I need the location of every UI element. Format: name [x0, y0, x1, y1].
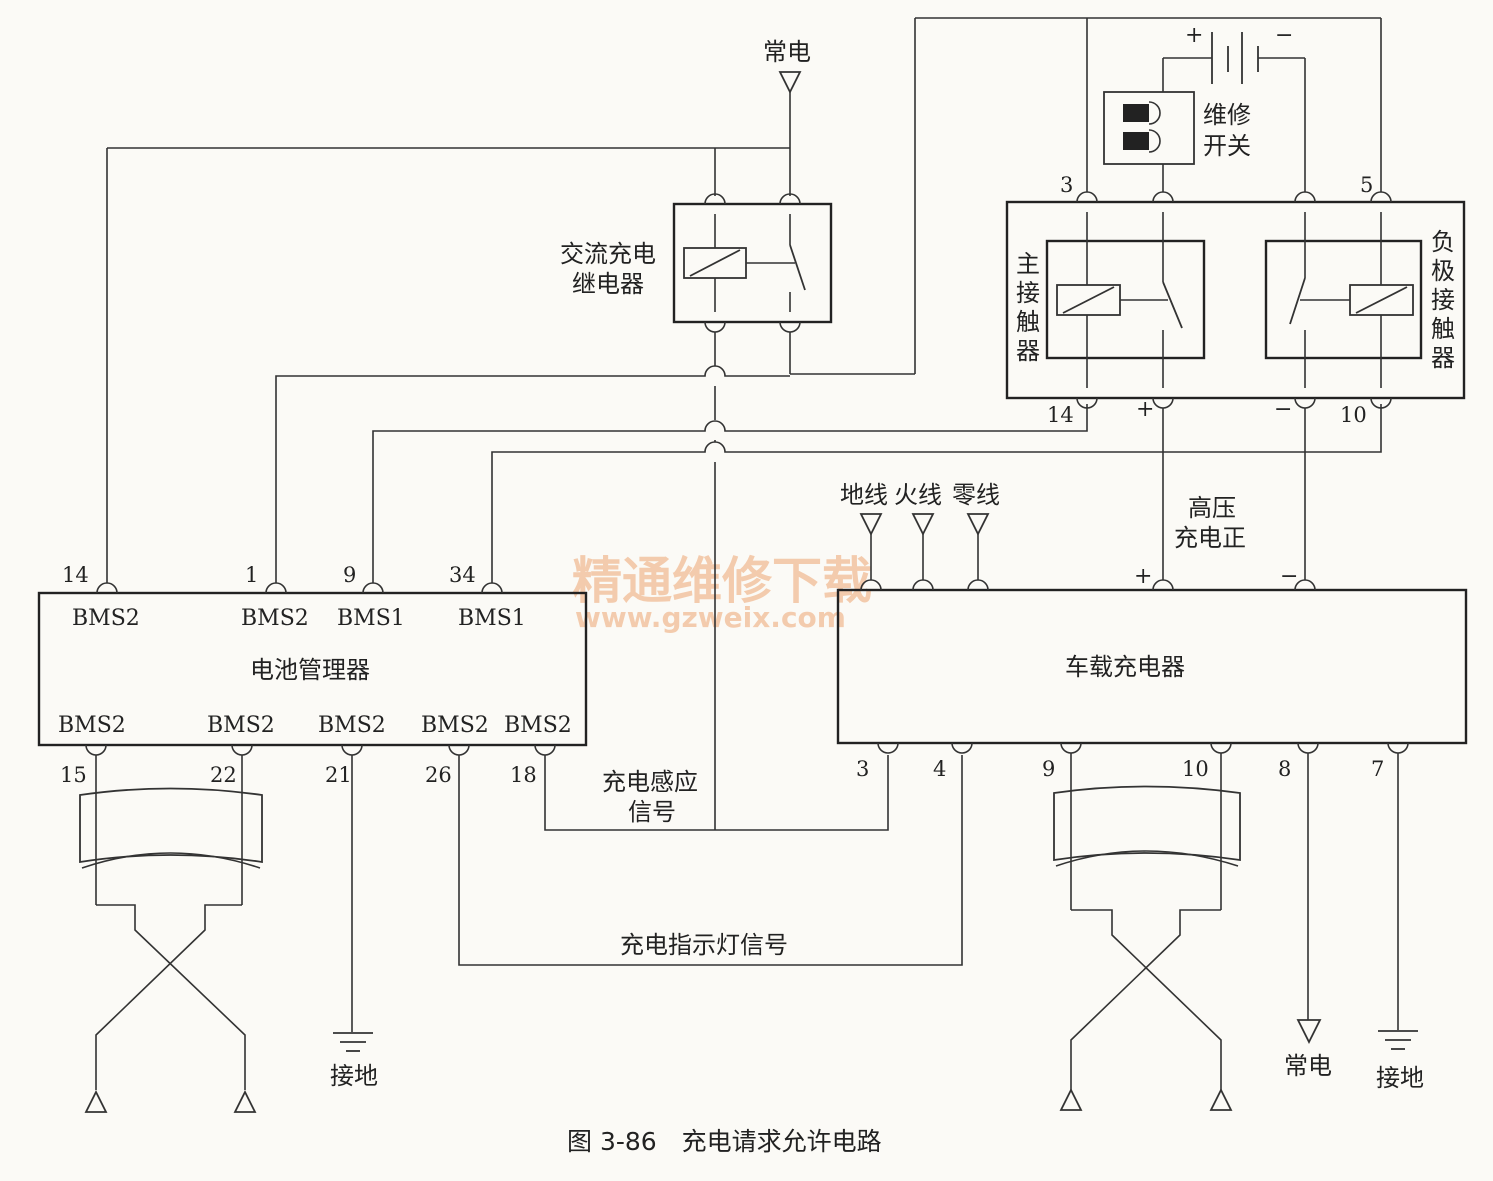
bms-bottom-pin-15: 15: [60, 763, 87, 787]
contactor-pin-14: 14: [1047, 403, 1074, 427]
svg-text:极: 极: [1431, 257, 1455, 285]
contactor-pin-10: 10: [1340, 403, 1367, 427]
changdian-top-label: 常电: [763, 38, 811, 66]
service-switch-box: [1103, 91, 1195, 165]
bms-top-pin-14: 14: [62, 563, 89, 587]
service-switch-label-1: 维修: [1203, 101, 1251, 129]
charger-pin-4: 4: [933, 757, 946, 781]
svg-text:器: 器: [1431, 344, 1455, 372]
bms-top-pin-34: 34: [449, 563, 476, 587]
relay-pin-tr: [779, 193, 801, 205]
ac-input-neutral: [966, 513, 990, 537]
charge-sense-label-1: 充电感应: [602, 768, 698, 796]
power-source-symbol-right: [1296, 1019, 1322, 1045]
charge-sense-label-2: 信号: [628, 798, 676, 826]
charge-indicator-label: 充电指示灯信号: [620, 931, 788, 959]
bms-bottom-pin-21: 21: [325, 763, 352, 787]
svg-text:器: 器: [1016, 337, 1040, 365]
svg-text:主: 主: [1016, 250, 1040, 278]
wire-bms-34: [491, 404, 1382, 583]
svg-text:触: 触: [1016, 308, 1040, 336]
charger-plus: +: [1134, 564, 1152, 589]
bms-bottom-label-2: BMS2: [207, 713, 275, 738]
charger-minus: −: [1280, 564, 1298, 589]
bms-top-label-3: BMS1: [337, 606, 405, 631]
bms-top-label-2: BMS2: [241, 606, 309, 631]
main-contactor: [1045, 239, 1206, 360]
watermark-url: www.gzweix.com: [575, 601, 846, 634]
contactor-minus: −: [1274, 397, 1292, 422]
bms-top-pin-9: 9: [343, 563, 356, 587]
bms-top-pin-1: 1: [245, 563, 258, 587]
battery-plus: +: [1185, 23, 1203, 48]
wire-charge-indicator: [458, 755, 963, 966]
ground-left-label: 接地: [330, 1062, 378, 1090]
contactor-pin-3: 3: [1060, 173, 1073, 197]
relay-label-2: 继电器: [572, 270, 644, 298]
figure-caption: 图 3-86 充电请求允许电路: [567, 1127, 882, 1156]
relay-pin-tl: [704, 193, 726, 205]
svg-text:接: 接: [1431, 286, 1455, 314]
bms-title: 电池管理器: [250, 656, 370, 684]
negative-contactor-label: 负 极 接 触 器: [1431, 228, 1455, 372]
bms-bottom-label-1: BMS2: [58, 713, 126, 738]
neutral-wire-label: 零线: [952, 481, 1000, 509]
svg-text:接: 接: [1016, 279, 1040, 307]
live-wire-label: 火线: [894, 481, 942, 509]
onboard-charger: [836, 588, 1468, 745]
contactor-pin-5: 5: [1360, 173, 1373, 197]
watermark-cn: 精通维修下载: [572, 552, 872, 610]
ac-input-live: [911, 513, 935, 537]
power-source-symbol-top: [778, 71, 802, 95]
svg-text:负: 负: [1431, 228, 1455, 256]
ground-symbol-left: [333, 1032, 373, 1052]
bms-bottom-label-5: BMS2: [504, 713, 572, 738]
relay-switch: [789, 244, 806, 291]
hv-charge-label-2: 充电正: [1174, 524, 1246, 552]
bms-bottom-pin-22: 22: [210, 763, 237, 787]
bms-bottom-label-4: BMS2: [421, 713, 489, 738]
wire-bms-1: [275, 365, 790, 583]
hv-charge-label-1: 高压: [1188, 494, 1236, 522]
charger-twisted-pair: [1053, 753, 1241, 1111]
bms-bottom-pin-18: 18: [510, 763, 537, 787]
battery-manager: [37, 591, 588, 747]
bms-bottom-label-3: BMS2: [318, 713, 386, 738]
charger-pin-10: 10: [1182, 757, 1209, 781]
bms-twisted-pair: [79, 755, 263, 1113]
ground-right-label: 接地: [1376, 1064, 1424, 1092]
negative-contactor: [1264, 239, 1423, 360]
main-contactor-label: 主 接 触 器: [1016, 250, 1040, 365]
relay-pin-br: [779, 321, 801, 333]
charger-title: 车载充电器: [1065, 653, 1185, 681]
charger-pin-7: 7: [1371, 757, 1384, 781]
ground-wire-label: 地线: [840, 481, 888, 509]
ac-input-ground: [859, 513, 883, 537]
relay-pin-bl: [704, 321, 726, 333]
charger-pin-3: 3: [856, 757, 869, 781]
svg-text:触: 触: [1431, 315, 1455, 343]
bms-top-label-1: BMS2: [72, 606, 140, 631]
wire-charge-sense: [544, 755, 889, 831]
main-contactor-switch: [1162, 281, 1183, 329]
wire-bms-9: [372, 404, 1088, 583]
changdian-right-label: 常电: [1284, 1052, 1332, 1080]
bms-top-label-4: BMS1: [458, 606, 526, 631]
ground-symbol-right: [1378, 1030, 1418, 1050]
charger-pin-8: 8: [1278, 757, 1291, 781]
bms-bottom-pin-26: 26: [425, 763, 452, 787]
ac-charge-relay: [672, 202, 833, 324]
service-switch-label-2: 开关: [1203, 132, 1251, 160]
battery-minus: −: [1275, 23, 1293, 48]
contactor-plus: +: [1136, 397, 1154, 422]
contactor-box: [1005, 200, 1466, 400]
relay-label-1: 交流充电: [560, 240, 656, 268]
negative-contactor-switch: [1289, 277, 1306, 325]
charger-pin-9: 9: [1042, 757, 1055, 781]
